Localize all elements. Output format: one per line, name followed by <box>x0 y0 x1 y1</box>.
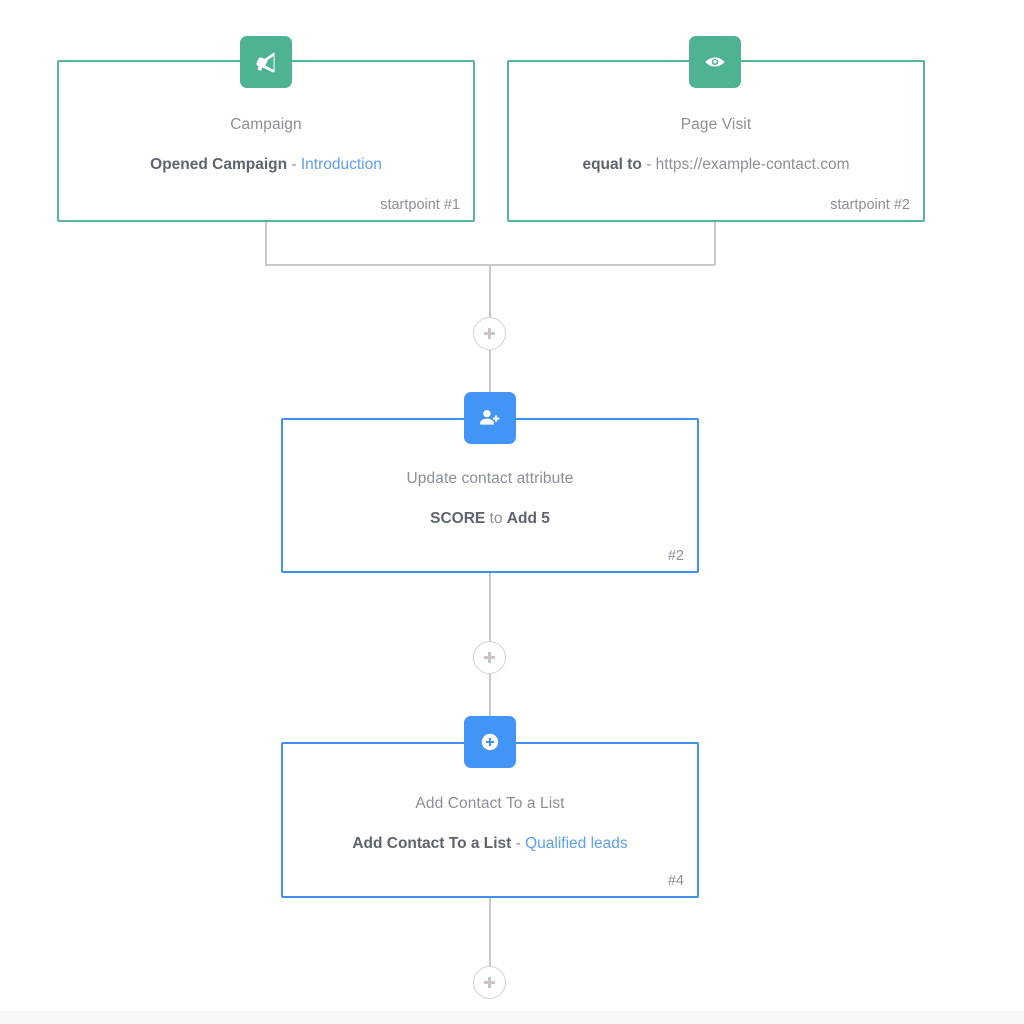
user-plus-icon <box>477 405 503 431</box>
megaphone-icon <box>253 49 279 75</box>
node-title: Campaign <box>230 115 302 133</box>
plus-icon-vertical <box>488 652 491 663</box>
node-content: Campaign Opened Campaign - Introduction <box>59 62 473 220</box>
eye-icon <box>703 50 727 74</box>
node-detail-strong: equal to <box>582 155 642 173</box>
plus-icon-vertical <box>488 328 491 339</box>
node-detail: equal to - https://example-contact.com <box>582 156 849 175</box>
node-title: Page Visit <box>680 115 752 133</box>
node-detail-link[interactable]: Qualified leads <box>525 834 628 852</box>
megaphone-icon-badge[interactable] <box>240 36 292 88</box>
node-tag: startpoint #1 <box>380 197 460 213</box>
plus-circle-icon-badge[interactable] <box>464 716 516 768</box>
node-detail-separator: - <box>511 834 526 852</box>
node-tag: startpoint #2 <box>830 197 910 213</box>
node-detail-value: Add 5 <box>506 510 550 527</box>
node-detail: Add Contact To a List - Qualified leads <box>352 835 627 854</box>
node-detail-strong: SCORE <box>430 510 486 527</box>
node-detail-strong: Add Contact To a List <box>352 834 512 852</box>
node-title: Update contact attribute <box>406 470 574 488</box>
node-detail-value: https://example-contact.com <box>655 155 850 173</box>
node-detail-link[interactable]: Introduction <box>300 155 382 173</box>
node-detail: SCORE to Add 5 <box>430 510 550 529</box>
plus-circle-icon <box>478 730 502 754</box>
plus-icon-vertical <box>488 977 491 988</box>
node-content: Page Visit equal to - https://example-co… <box>509 62 923 220</box>
node-detail-separator: - <box>287 155 301 173</box>
user-plus-icon-badge[interactable] <box>464 392 516 444</box>
node-detail-separator: - <box>641 155 656 173</box>
add-step-button-2[interactable] <box>473 641 506 674</box>
node-card-action-4[interactable]: Add Contact To a List Add Contact To a L… <box>281 742 699 898</box>
node-tag: #2 <box>667 548 684 564</box>
bottom-strip <box>0 1011 1024 1024</box>
node-detail: Opened Campaign - Introduction <box>150 156 382 175</box>
add-step-button-1[interactable] <box>473 317 506 350</box>
node-tag: #4 <box>667 873 684 889</box>
node-content: Update contact attribute SCORE to Add 5 <box>283 420 697 571</box>
node-detail-separator: to <box>485 510 507 527</box>
node-content: Add Contact To a List Add Contact To a L… <box>283 744 697 896</box>
eye-icon-badge[interactable] <box>689 36 741 88</box>
add-step-button-3[interactable] <box>473 966 506 999</box>
node-detail-strong: Opened Campaign <box>150 155 288 173</box>
node-title: Add Contact To a List <box>415 794 565 812</box>
